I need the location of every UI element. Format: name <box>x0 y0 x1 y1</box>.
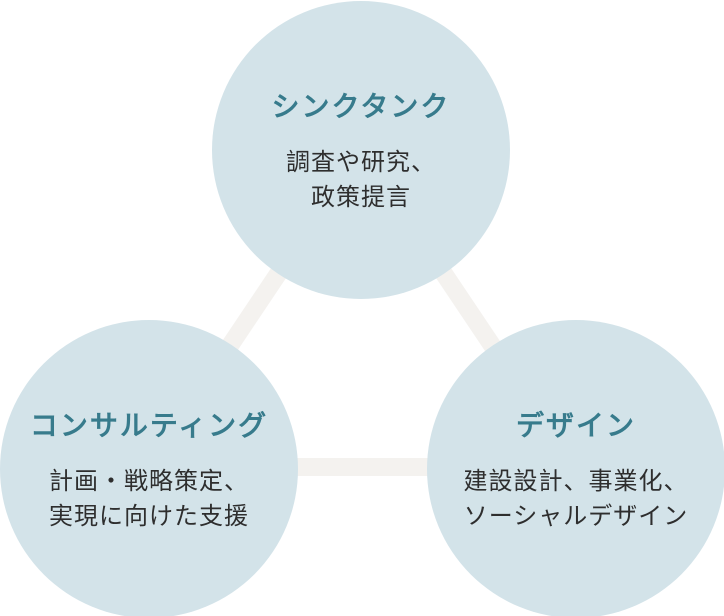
circle-think-tank-title: シンクタンク <box>271 91 451 122</box>
description-line: 政策提言 <box>311 184 411 211</box>
description-line: 建設設計、事業化、 <box>463 468 689 495</box>
description-line: 調査や研究、 <box>286 149 436 176</box>
circle-design-description: 建設設計、事業化、 ソーシャルデザイン <box>464 464 689 534</box>
description-line: ソーシャルデザイン <box>463 503 689 530</box>
description-line: 実現に向けた支援 <box>49 503 249 530</box>
description-line: 計画・戦略策定、 <box>49 468 249 495</box>
circle-design: デザイン 建設設計、事業化、 ソーシャルデザイン <box>427 320 724 616</box>
circle-think-tank-description: 調査や研究、 政策提言 <box>286 145 436 215</box>
circle-consulting-title: コンサルティング <box>29 410 269 441</box>
circle-consulting: コンサルティング 計画・戦略策定、 実現に向けた支援 <box>0 320 298 616</box>
circle-consulting-description: 計画・戦略策定、 実現に向けた支援 <box>49 464 249 534</box>
circle-design-title: デザイン <box>515 410 636 441</box>
circle-think-tank: シンクタンク 調査や研究、 政策提言 <box>212 1 510 299</box>
